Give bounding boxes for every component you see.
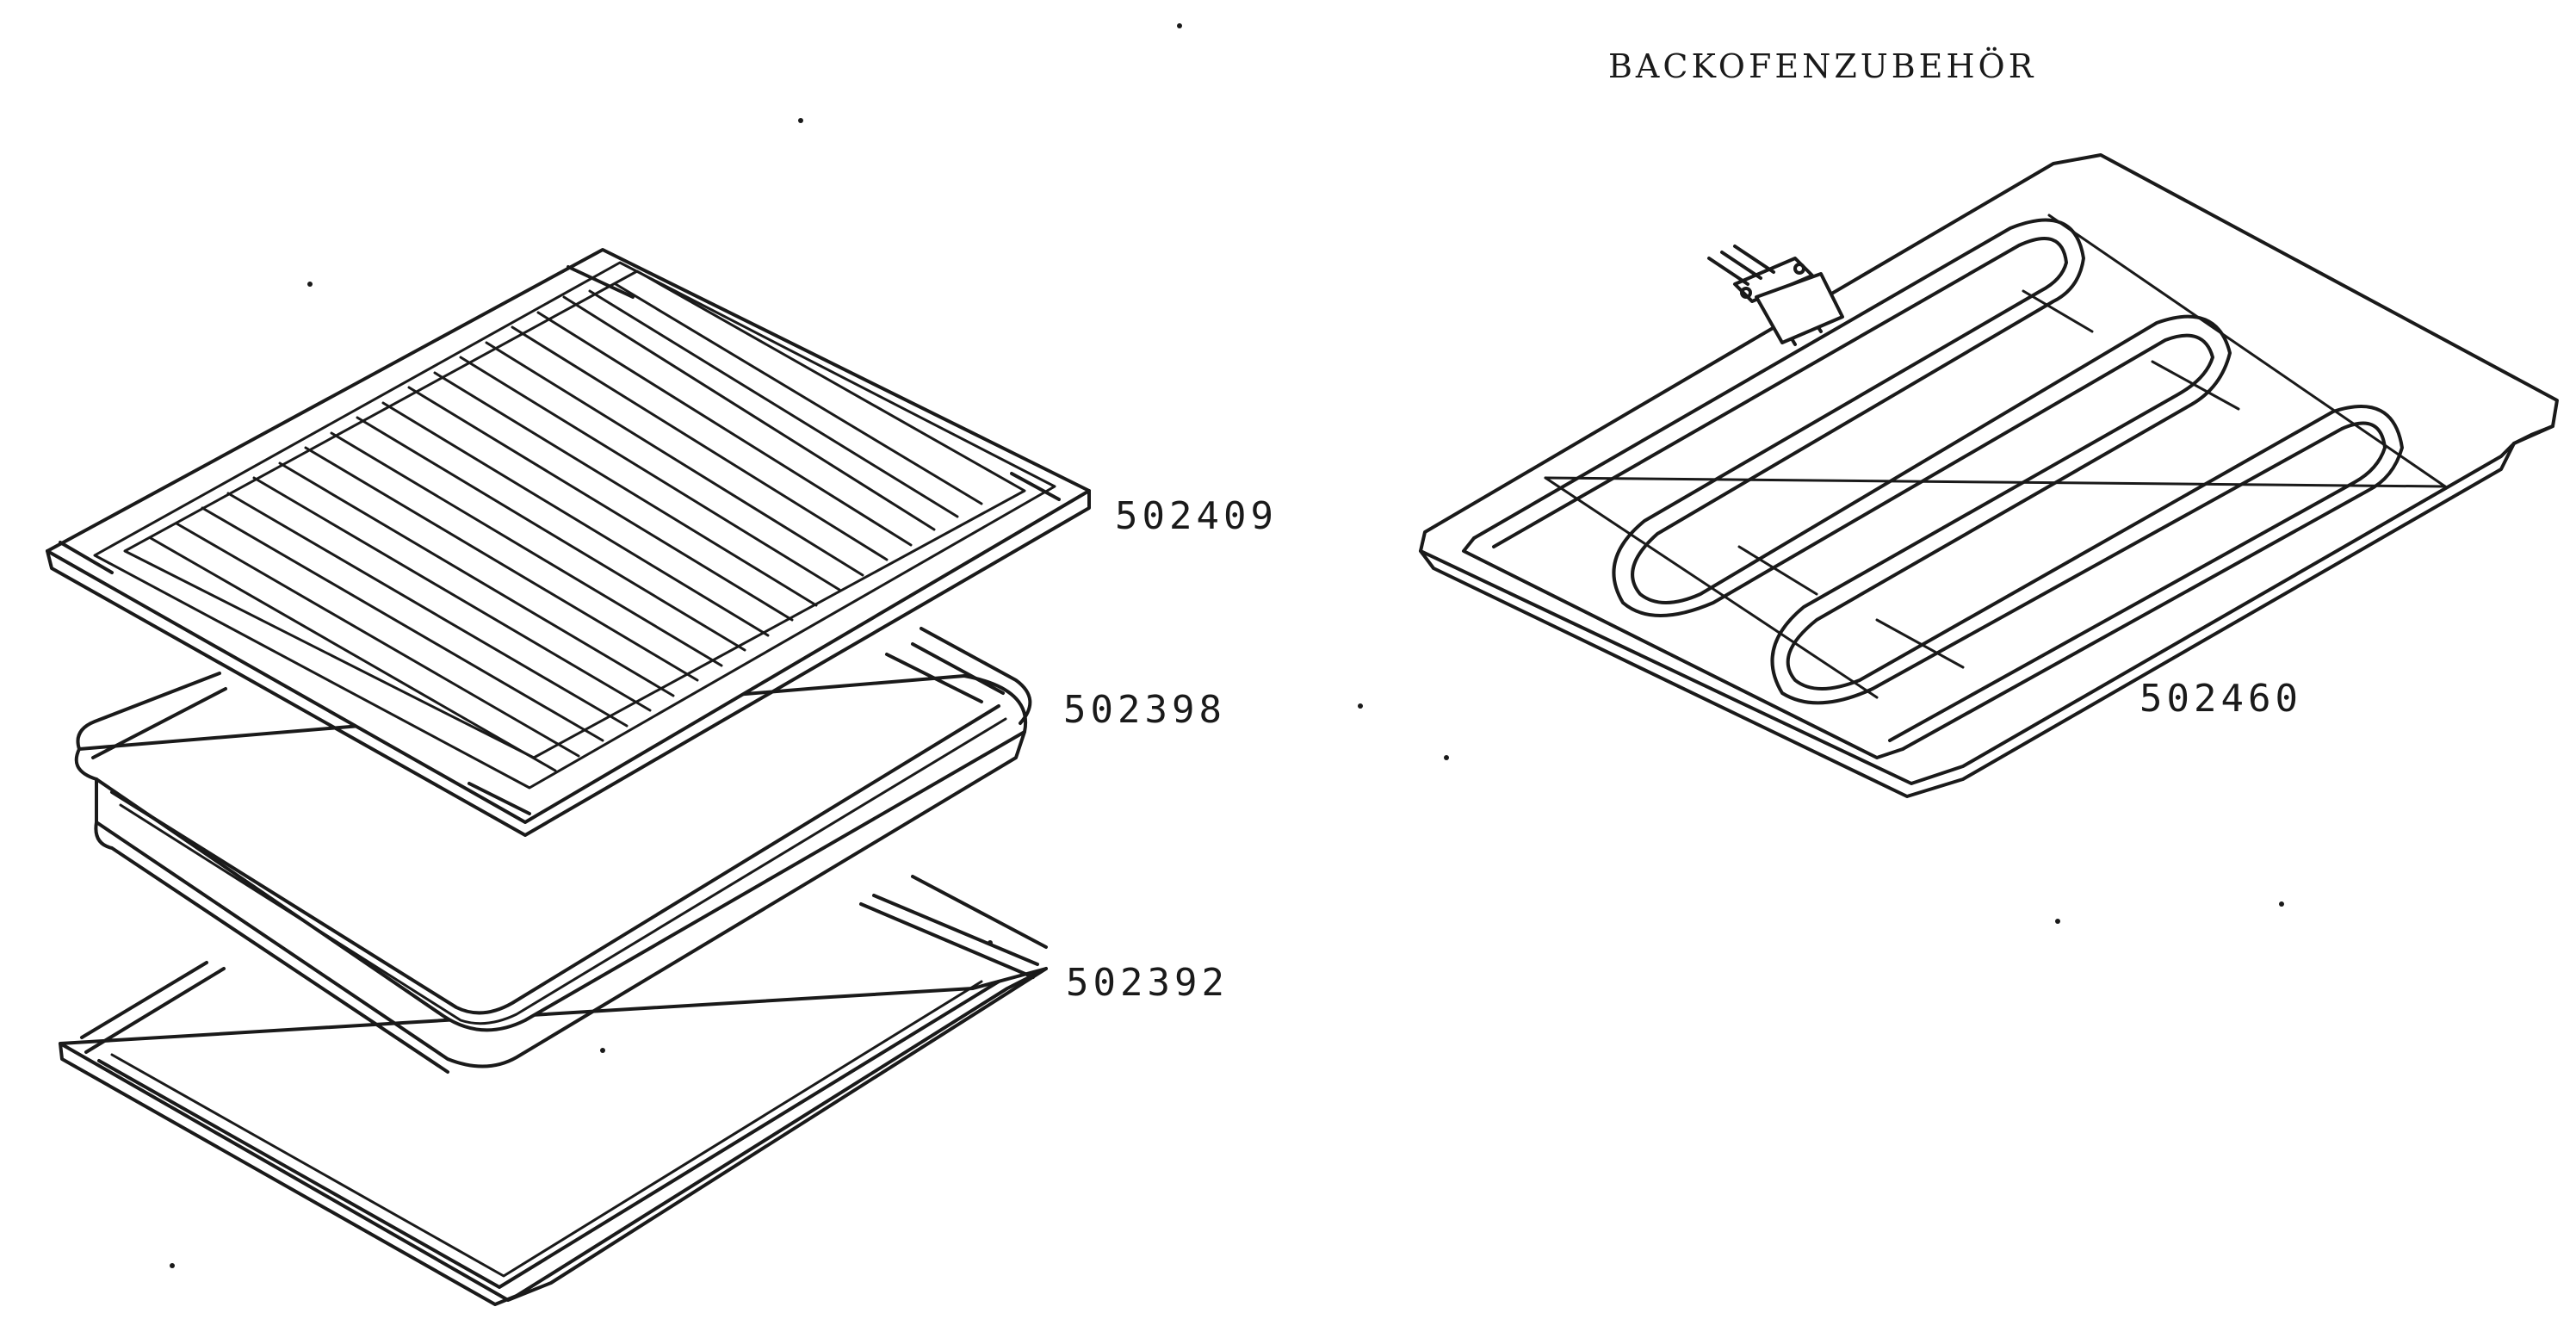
heating-element-illustration <box>1419 153 2559 798</box>
part-number-baking-sheet: 502392 <box>1066 961 1229 1005</box>
part-number-grill-rack: 502409 <box>1115 494 1278 538</box>
grill-rack-slats <box>149 282 983 772</box>
part-number-baking-pan: 502398 <box>1063 688 1226 732</box>
part-number-heating-element: 502460 <box>2139 677 2302 721</box>
grill-rack-illustration <box>46 248 1091 837</box>
page-title: BACKOFENZUBEHÖR <box>1608 47 2037 85</box>
baking-pan-illustration <box>74 627 1032 1074</box>
specks <box>170 23 2284 1268</box>
baking-sheet-illustration <box>59 875 1048 1306</box>
